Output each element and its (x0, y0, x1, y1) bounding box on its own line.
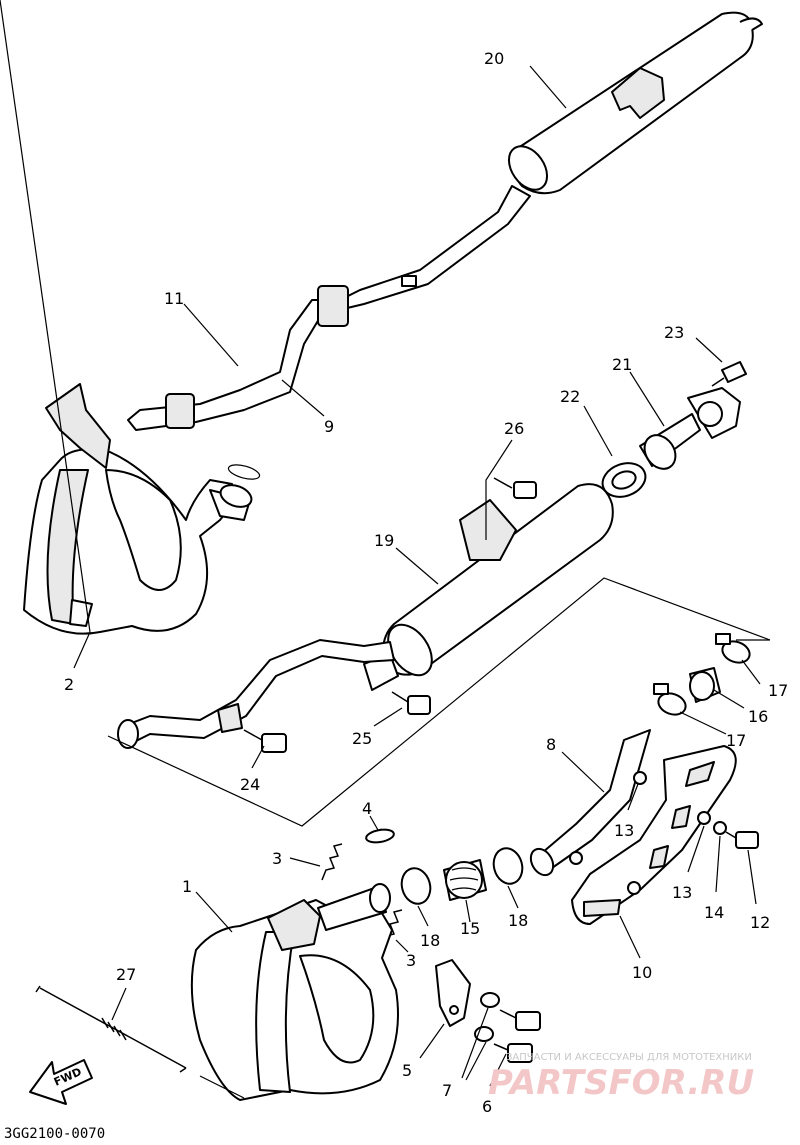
part-7-washer-lower (474, 1026, 494, 1042)
callout-19: 19 (374, 531, 394, 550)
callout-20: 20 (484, 49, 504, 68)
callout-8: 8 (546, 735, 556, 754)
assembly-outline (107, 577, 771, 827)
callout-3-lower: 3 (406, 951, 416, 970)
callout-24: 24 (240, 775, 260, 794)
part-20-muffler (507, 11, 763, 195)
callout-18-left: 18 (420, 931, 440, 950)
part-26-bolt (493, 477, 537, 499)
part-12-bolt (725, 831, 759, 849)
callout-27: 27 (116, 965, 136, 984)
callout-4: 4 (362, 799, 372, 818)
part-3-spring-upper (321, 843, 343, 881)
callout-26: 26 (504, 419, 524, 438)
callout-11: 11 (164, 289, 184, 308)
callout-9: 9 (324, 417, 334, 436)
part-18-clamp-right (492, 847, 524, 885)
part-16-sleeve (689, 667, 721, 703)
part-7-washer-upper (480, 992, 500, 1008)
part-18-clamp-left (400, 867, 432, 905)
part-8-pipe (529, 729, 651, 877)
callout-17-upper: 17 (768, 681, 788, 700)
callout-14: 14 (704, 903, 724, 922)
watermark-logo: PARTSFOR.RU (488, 1063, 754, 1103)
callout-13-upper: 13 (614, 821, 634, 840)
diagram-code: 3GG2100-0070 (4, 1126, 105, 1142)
part-17-clamp-lower (653, 683, 687, 716)
part-19-muffler (363, 483, 614, 691)
part-23-bolt (711, 361, 747, 387)
callout-10: 10 (632, 963, 652, 982)
callout-15: 15 (460, 919, 480, 938)
callout-23: 23 (664, 323, 684, 342)
callout-7: 7 (442, 1081, 452, 1100)
callout-25: 25 (352, 729, 372, 748)
part-4-gasket (365, 828, 395, 844)
upper-pipe-clamp (317, 285, 349, 327)
callout-17-lower: 17 (726, 731, 746, 750)
callout-18-right: 18 (508, 911, 528, 930)
part-24-bolt (243, 729, 287, 753)
part-13-washer-lower (697, 811, 711, 825)
callout-3-upper: 3 (272, 849, 282, 868)
callout-21: 21 (612, 355, 632, 374)
part-13-washer-upper (633, 771, 647, 785)
part-5-bracket (435, 959, 471, 1027)
callout-13-lower: 13 (672, 883, 692, 902)
watermark: ЗАПЧАСТИ И АКСЕССУАРЫ ДЛЯ МОТОТЕХНИКИ PA… (488, 1052, 754, 1103)
callout-22: 22 (560, 387, 580, 406)
part-22-gasket (601, 462, 647, 498)
callout-5: 5 (402, 1061, 412, 1080)
callout-labels: 20 11 9 23 21 22 26 19 2 17 16 17 25 24 … (64, 49, 788, 1116)
callout-6: 6 (482, 1097, 492, 1116)
callout-2: 2 (64, 675, 74, 694)
callout-16: 16 (748, 707, 768, 726)
callout-12: 12 (750, 913, 770, 932)
part-15-joint-sleeve (443, 859, 487, 901)
callout-1: 1 (182, 877, 192, 896)
lower-connecting-pipe (117, 639, 395, 749)
part-27-rod (35, 985, 187, 1073)
part-2-expansion-chamber (23, 383, 261, 635)
part-1-expansion-chamber (190, 883, 399, 1101)
part-9-11-upper-pipe (127, 185, 531, 431)
part-25-bolt (391, 691, 431, 715)
part-6-bolt-lower (493, 1043, 533, 1063)
part-6-bolt-upper (499, 1009, 541, 1031)
part-17-clamp-upper (715, 633, 751, 664)
part-21-end-cap (639, 387, 741, 470)
leader-lines (0, 0, 761, 1099)
lower-pipe-clamp (165, 393, 195, 429)
watermark-tagline: ЗАПЧАСТИ И АКСЕССУАРЫ ДЛЯ МОТОТЕХНИКИ (506, 1052, 752, 1063)
part-14-washer (713, 821, 727, 835)
part-10-heat-shield (571, 745, 737, 925)
fwd-arrow: FWD (29, 1059, 93, 1105)
